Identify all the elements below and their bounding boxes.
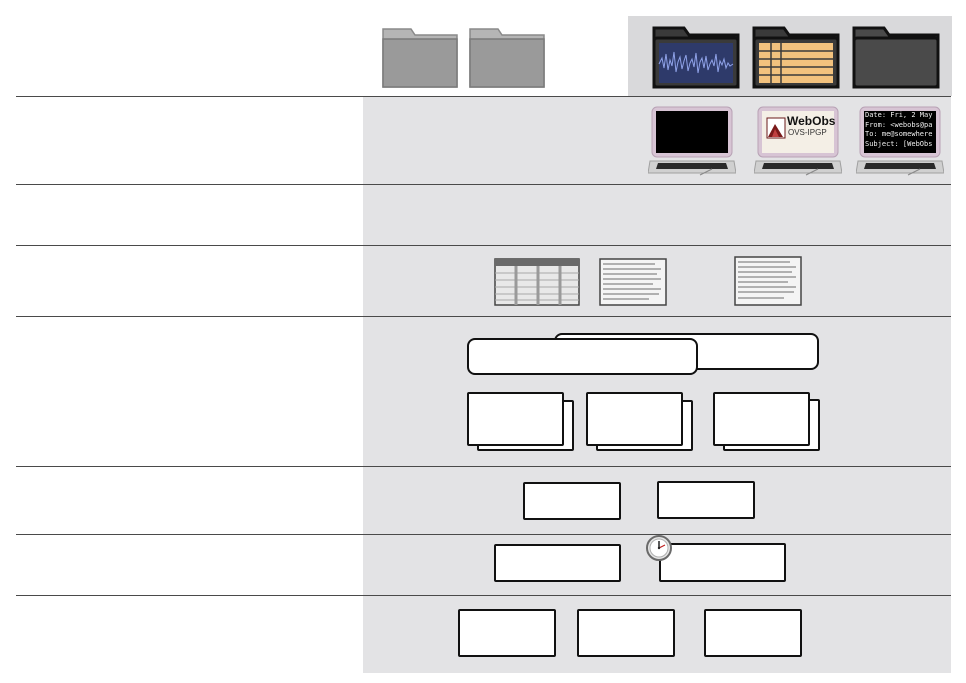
content-panel: [363, 96, 951, 673]
waveform-folder-icon: [652, 26, 740, 89]
process-box: [704, 609, 802, 657]
text-document-icon: [599, 258, 667, 306]
row-divider: [16, 245, 951, 246]
process-box: [523, 482, 621, 520]
process-box: [577, 609, 675, 657]
process-pill-front: [467, 338, 698, 375]
process-box: [458, 609, 556, 657]
email-to-line: To: me@somewhere: [865, 130, 933, 138]
laptop-icon: [856, 106, 944, 176]
email-from-line: From: <webobs@pa: [865, 120, 933, 129]
laptop-icon: [754, 106, 842, 176]
email-subject-line: Subject: [WebObs: [865, 139, 933, 148]
webobs-logo-subtitle: OVS-IPGP: [788, 128, 827, 137]
table-folder-icon: [752, 26, 840, 89]
webobs-logo-icon: [766, 117, 786, 139]
stacked-box: [586, 392, 683, 446]
folder-icon: [382, 28, 458, 88]
process-box: [657, 481, 755, 519]
stacked-box: [713, 392, 810, 446]
row-divider: [16, 184, 951, 185]
folder-icon: [469, 28, 545, 88]
stacked-box: [467, 392, 564, 446]
laptop-icon: [648, 106, 736, 176]
dark-folder-icon: [852, 26, 940, 89]
scheduled-process-box: [659, 543, 786, 582]
webobs-logo-title: WebObs: [787, 114, 836, 128]
email-screen: Date: Fri, 2 May From: <webobs@pa To: me…: [864, 111, 936, 153]
clock-icon: [646, 535, 672, 561]
table-document-icon: [494, 258, 580, 306]
text-document-icon: [734, 256, 802, 306]
row-divider: [16, 534, 951, 535]
email-date-line: Date: Fri, 2 May: [865, 111, 933, 119]
row-divider: [16, 466, 951, 467]
row-divider: [16, 595, 951, 596]
row-divider: [16, 96, 951, 97]
webobs-logo-screen: WebObs OVS-IPGP: [762, 111, 836, 153]
process-box: [494, 544, 621, 582]
row-divider: [16, 316, 951, 317]
